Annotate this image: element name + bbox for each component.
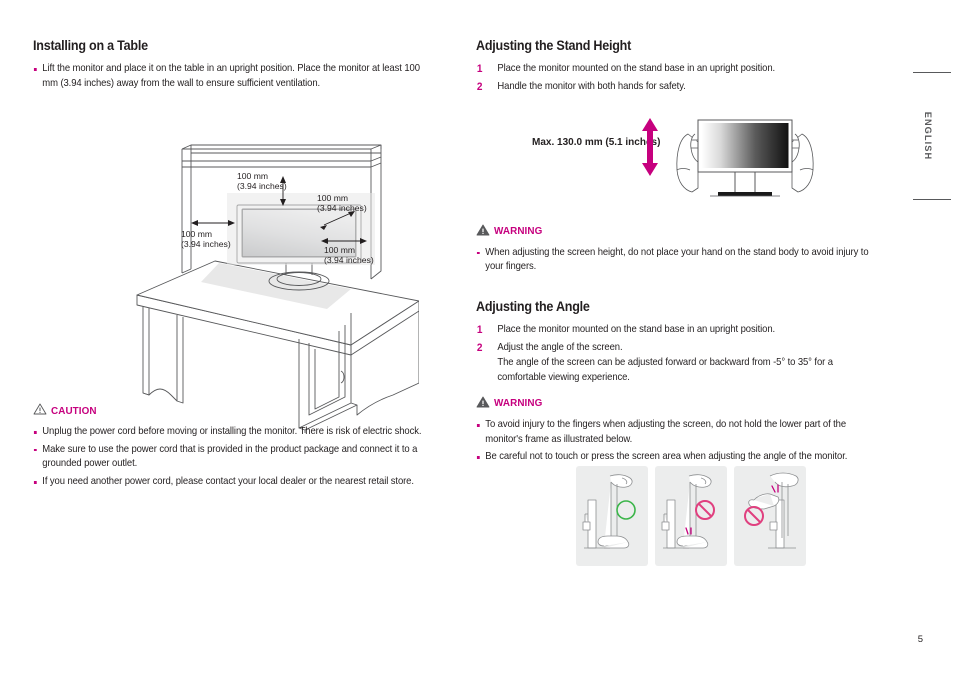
side-tab-rule-bottom xyxy=(913,199,951,200)
section-title-adjusting-the-stand-height: Adjusting the Stand Height xyxy=(476,38,632,53)
list-item: To avoid injury to the fingers when adju… xyxy=(476,418,870,447)
list-item: 2 Handle the monitor with both hands for… xyxy=(476,80,870,95)
step-number: 2 xyxy=(476,341,483,354)
warning-triangle-outline-icon xyxy=(33,402,47,420)
list-item: 1 Place the monitor mounted on the stand… xyxy=(476,323,870,338)
installing-bullet-list: Lift the monitor and place it on the tab… xyxy=(33,62,457,91)
step-number: 1 xyxy=(476,63,483,75)
list-item: When adjusting the screen height, do not… xyxy=(476,246,870,275)
list-item: 2 Adjust the angle of the screen. The an… xyxy=(476,341,870,386)
desk-installation-diagram: 100 mm (3.94 inches) 100 mm (3.94 inches… xyxy=(119,143,420,438)
stand-height-step-list: 1 Place the monitor mounted on the stand… xyxy=(476,62,900,95)
step-number: 1 xyxy=(476,323,483,336)
side-tab-rule-top xyxy=(913,72,951,73)
panel-correct xyxy=(576,466,648,566)
step-text: Adjust the angle of the screen. xyxy=(497,341,623,353)
page-number: 5 xyxy=(917,634,923,645)
warning-block-angle: WARNING To avoid injury to the fingers w… xyxy=(476,395,900,465)
warning-triangle-filled-icon xyxy=(476,395,490,413)
dimension-label-right-lower-line1: 100 mm xyxy=(324,245,355,255)
warning-label: WARNING xyxy=(494,398,543,410)
language-side-tab: ENGLISH xyxy=(905,72,951,200)
dimension-label-top-line2: (3.94 inches) xyxy=(237,181,287,191)
dimension-label-left-line2: (3.94 inches) xyxy=(181,239,231,249)
dimension-label-top-line1: 100 mm xyxy=(237,171,268,181)
list-item: 1 Place the monitor mounted on the stand… xyxy=(476,62,870,77)
page-title-installing-on-a-table: Installing on a Table xyxy=(33,38,148,53)
list-item: Be careful not to touch or press the scr… xyxy=(476,450,870,465)
list-item: Unplug the power cord before moving or i… xyxy=(33,425,427,440)
dimension-label-left-line1: 100 mm xyxy=(181,229,212,239)
dimension-label-right-upper-line1: 100 mm xyxy=(317,193,348,203)
green-circle-ok-icon xyxy=(616,500,636,520)
angle-handling-illustrations xyxy=(576,466,806,575)
dimension-label-right-upper-line2: (3.94 inches) xyxy=(317,203,367,213)
dimension-label-group: 100 mm (3.94 inches) 100 mm (3.94 inches… xyxy=(181,171,374,265)
right-column: Adjusting the Stand Height 1 Place the m… xyxy=(476,38,900,468)
list-item: Lift the monitor and place it on the tab… xyxy=(33,62,427,91)
stand-height-diagram: Max. 130.0 mm (5.1 inches) xyxy=(520,112,860,217)
warning-triangle-filled-icon xyxy=(476,223,490,241)
caution-heading: CAUTION xyxy=(33,402,457,420)
section-title-adjusting-the-angle: Adjusting the Angle xyxy=(476,298,590,314)
stand-height-label: Max. 130.0 mm (5.1 inches) xyxy=(532,137,660,148)
caution-block: CAUTION Unplug the power cord before mov… xyxy=(33,402,457,489)
impact-marks-icon xyxy=(771,484,779,493)
impact-marks-icon xyxy=(685,527,692,535)
panel-forbidden-bottom xyxy=(655,466,727,566)
caution-bullet-list: Unplug the power cord before moving or i… xyxy=(33,425,457,489)
warning-heading: WARNING xyxy=(476,395,900,413)
angle-step-list: 1 Place the monitor mounted on the stand… xyxy=(476,323,900,386)
warning-heading: WARNING xyxy=(476,223,900,241)
step-text: Place the monitor mounted on the stand b… xyxy=(497,323,776,335)
panel-forbidden-top xyxy=(734,466,806,566)
caution-label: CAUTION xyxy=(51,405,97,417)
prohibition-sign-icon xyxy=(695,500,715,520)
list-item: Make sure to use the power cord that is … xyxy=(33,443,427,472)
side-tab-label: ENGLISH xyxy=(923,111,933,161)
left-column: Installing on a Table Lift the monitor a… xyxy=(33,38,457,493)
warning-block-stand-height: WARNING When adjusting the screen height… xyxy=(476,223,900,275)
list-item: If you need another power cord, please c… xyxy=(33,475,427,490)
height-double-arrow-icon xyxy=(642,118,658,176)
warning-label: WARNING xyxy=(494,226,543,238)
dimension-label-right-lower-line2: (3.94 inches) xyxy=(324,255,374,265)
warning-bullet-list: When adjusting the screen height, do not… xyxy=(476,246,900,275)
step-text: Handle the monitor with both hands for s… xyxy=(497,80,686,92)
step-number: 2 xyxy=(476,80,483,93)
step-subtext: The angle of the screen can be adjusted … xyxy=(497,357,833,384)
step-text: Place the monitor mounted on the stand b… xyxy=(497,63,776,74)
warning-bullet-list: To avoid injury to the fingers when adju… xyxy=(476,418,900,465)
prohibition-sign-icon xyxy=(744,506,764,526)
